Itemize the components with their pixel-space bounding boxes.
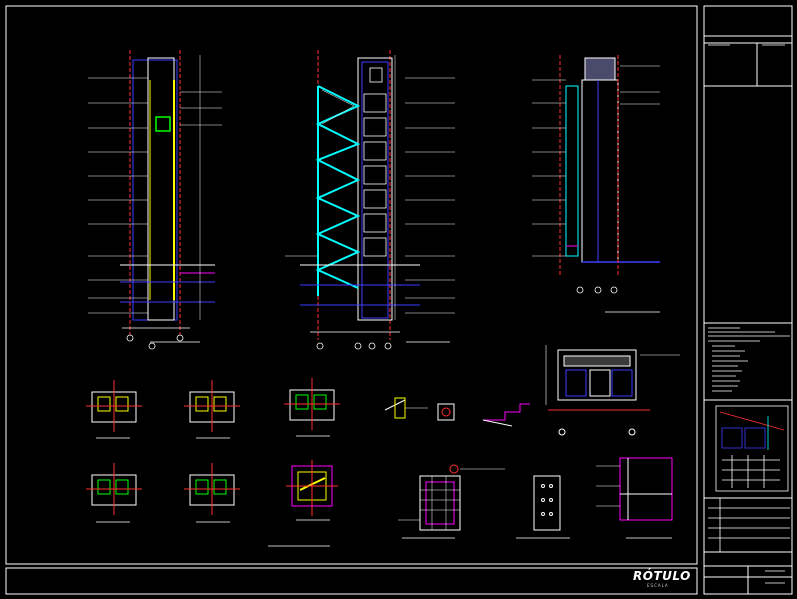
plan-4 <box>86 463 142 515</box>
plan-1 <box>86 380 142 432</box>
elevation-core <box>559 55 660 275</box>
section-elevator-levels <box>88 77 222 314</box>
details-middle <box>384 397 530 427</box>
plan-2 <box>184 380 240 432</box>
title-block-label: RÓTULO <box>633 569 691 583</box>
elevation-levels <box>532 65 660 257</box>
title-block-notes <box>708 44 790 584</box>
section-stair-axes <box>310 331 400 350</box>
detail-facade <box>545 345 680 436</box>
section-elevator-axes <box>122 327 190 350</box>
plan-5 <box>184 463 240 515</box>
detail-column <box>398 464 505 539</box>
sheet-frame <box>5 5 793 595</box>
section-stair <box>300 50 420 340</box>
section-stair-doors <box>363 67 387 257</box>
plan-3 <box>284 378 340 430</box>
section-elevator <box>120 50 215 335</box>
detail-plate <box>516 475 570 539</box>
plan-captions <box>96 341 450 547</box>
detail-connection <box>596 457 673 539</box>
section-stair-levels <box>285 77 455 314</box>
elevation-axes <box>576 286 660 313</box>
floor-plans <box>86 378 340 516</box>
key-plan <box>715 405 789 492</box>
title-block-sublabel: ESCALA <box>647 583 669 588</box>
plan-6 <box>286 460 338 516</box>
